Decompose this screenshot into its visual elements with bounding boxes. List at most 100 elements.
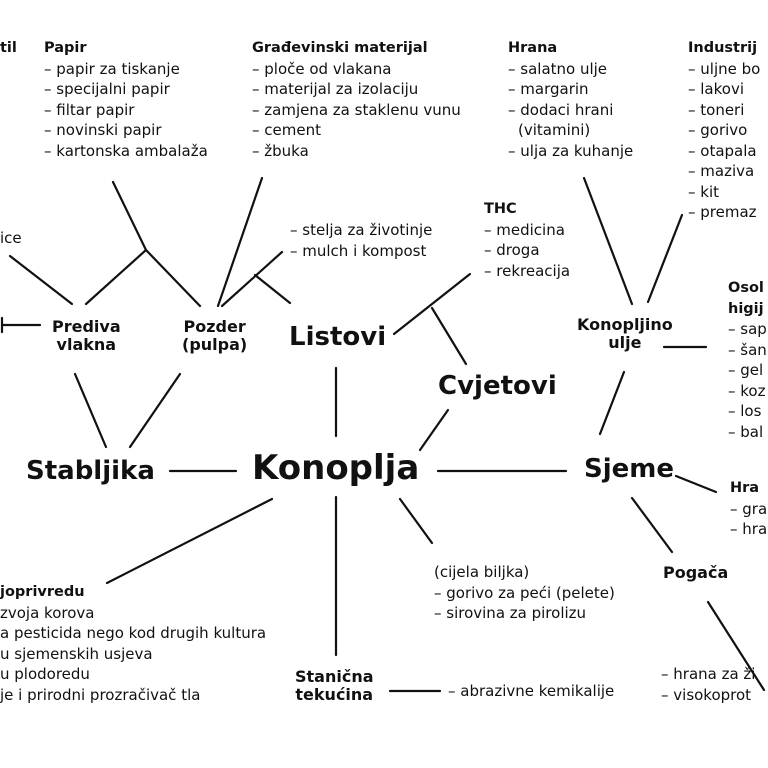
line-pogaca-uses	[706, 600, 766, 692]
tekstil-box: til	[0, 38, 17, 59]
pozder-line-1: Pozder	[183, 317, 246, 336]
hrana-right-title: Hra	[730, 480, 760, 496]
papir-item: – specijalni papir	[44, 80, 170, 98]
hrana-title: Hrana	[508, 40, 558, 56]
stanicna-tekucina-node: Stanična tekućina	[295, 667, 374, 705]
hrana-item: – dodaci hrani	[508, 100, 614, 119]
line-ulje-hrana	[582, 176, 634, 306]
industrija-item: – gorivo	[688, 121, 748, 139]
line-pozder-stelja-fork	[253, 273, 292, 305]
industrija-item: – uljne bo	[688, 59, 761, 78]
konopljino-ulje-line-2: ulje	[608, 333, 642, 353]
pogaca-use-box: – hrana za ži – visokoprot	[661, 664, 755, 705]
prediva-vlakna-line-2: vlakna	[56, 335, 117, 355]
listovi-use-item: – stelja za životinje	[290, 221, 433, 239]
line-stabljika-pozder	[128, 372, 182, 449]
gradjevinski-item: – žbuka	[252, 141, 309, 160]
line-konoplja-cvjetovi	[418, 408, 450, 452]
poljoprivreda-box: joprivredu zvoja korova a pesticida nego…	[0, 582, 266, 705]
line-konoplja-poljoprivreda	[105, 497, 274, 585]
papir-box: Papir – papir za tiskanje – specijalni p…	[44, 38, 208, 161]
osobna-item: – šan	[728, 340, 767, 359]
konoplja-center-node: Konoplja	[252, 448, 420, 488]
line-pozder-gradjevinski	[216, 176, 264, 308]
tekstil-title: til	[0, 40, 17, 56]
cijela-biljka-item: – sirovina za pirolizu	[434, 604, 587, 622]
stanicna-line-1: Stanična	[295, 667, 374, 686]
papir-title: Papir	[44, 40, 87, 56]
line-prediva-lisce	[8, 254, 74, 306]
poljoprivreda-title: joprivredu	[0, 584, 85, 600]
line-ulje-industrija	[646, 213, 684, 304]
papir-item: – filtar papir	[44, 100, 135, 119]
industrija-item: – kit	[688, 182, 720, 201]
konopljino-ulje-line-1: Konopljino	[577, 315, 673, 334]
line-cvjetovi-thc	[430, 306, 468, 366]
thc-item: – medicina	[484, 220, 565, 239]
industrija-box: Industrij – uljne bo – lakovi – toneri –…	[688, 38, 760, 223]
stanicna-line-2: tekućina	[295, 685, 374, 705]
pozder-node: Pozder (pulpa)	[182, 317, 247, 355]
industrija-title: Industrij	[688, 40, 758, 56]
thc-item: – rekreacija	[484, 261, 571, 280]
hrana-item: – margarin	[508, 80, 589, 98]
poljoprivreda-item: u sjemenskih usjeva	[0, 644, 153, 663]
line-sjeme-ulje	[598, 370, 626, 436]
pogaca-use-item: – hrana za ži	[661, 665, 756, 683]
line-sjeme-hranaright	[674, 474, 718, 494]
hrana-box: Hrana – salatno ulje – margarin – dodaci…	[508, 38, 633, 161]
osobna-title-1: Osol	[728, 280, 764, 296]
poljoprivreda-item: zvoja korova	[0, 603, 95, 622]
thc-title: THC	[484, 201, 517, 217]
osobna-item: – sap	[728, 320, 767, 338]
osobna-title-2: higij	[728, 300, 764, 317]
thc-item: – droga	[484, 241, 540, 259]
osobna-box: Osol higij – sap – šan – gel – koz – los…	[728, 278, 767, 442]
hrana-right-item: – gra	[730, 499, 768, 518]
hrana-item: – ulja za kuhanje	[508, 141, 634, 160]
sjeme-node: Sjeme	[584, 454, 674, 484]
abrazivne-text: – abrazivne kemikalije	[448, 682, 615, 700]
prediva-vlakna-node: Prediva vlakna	[52, 317, 121, 355]
hrana-item: – salatno ulje	[508, 59, 608, 78]
industrija-item: – maziva	[688, 162, 755, 180]
prediva-vlakna-line-1: Prediva	[52, 317, 121, 336]
line-listovi-thc	[392, 272, 472, 336]
gradjevinski-box: Građevinski materijal – ploče od vlakana…	[252, 38, 461, 161]
cijela-biljka-box: (cijela biljka) – gorivo za peći (pelete…	[434, 562, 615, 624]
poljoprivreda-item: je i prirodni prozračivač tla	[0, 685, 201, 704]
hrana-right-item: – hra	[730, 520, 768, 538]
lisce-left-box: ice	[0, 228, 22, 249]
stabljika-node: Stabljika	[26, 456, 155, 486]
pogaca-node: Pogača	[663, 563, 729, 582]
line-prediva-fork	[84, 248, 148, 306]
line-pozder-stelja	[220, 250, 284, 308]
line-konoplja-cijela	[398, 497, 434, 545]
osobna-item: – los	[728, 402, 762, 420]
papir-item: – kartonska ambalaža	[44, 141, 208, 160]
poljoprivreda-item: u plodoredu	[0, 665, 90, 683]
listovi-use-box: – stelja za životinje – mulch i kompost	[290, 220, 432, 261]
cvjetovi-node: Cvjetovi	[438, 371, 557, 401]
industrija-item: – toneri	[688, 100, 745, 119]
abrazivne-box: – abrazivne kemikalije	[448, 681, 614, 702]
industrija-item: – otapala	[688, 141, 757, 160]
thc-box: THC – medicina – droga – rekreacija	[484, 199, 570, 281]
gradjevinski-item: – materijal za izolaciju	[252, 80, 419, 98]
osobna-item: – koz	[728, 381, 766, 400]
pogaca-use-item: – visokoprot	[661, 685, 752, 704]
gradjevinski-item: – ploče od vlakana	[252, 59, 392, 78]
poljoprivreda-item: a pesticida nego kod drugih kultura	[0, 624, 267, 642]
gradjevinski-item: – cement	[252, 121, 321, 139]
cijela-biljka-item: (cijela biljka)	[434, 563, 530, 581]
line-stabljika-prediva	[73, 372, 108, 449]
lisce-left-text: ice	[0, 229, 22, 247]
gradjevinski-item: – zamjena za staklenu vunu	[252, 100, 461, 119]
osobna-item: – bal	[728, 422, 764, 441]
papir-item: – papir za tiskanje	[44, 59, 180, 78]
hrana-item: (vitamini)	[518, 121, 591, 139]
hrana-right-box: Hra – gra – hra	[730, 478, 767, 540]
konopljino-ulje-node: Konopljino ulje	[577, 315, 673, 353]
industrija-item: – premaz	[688, 203, 757, 221]
